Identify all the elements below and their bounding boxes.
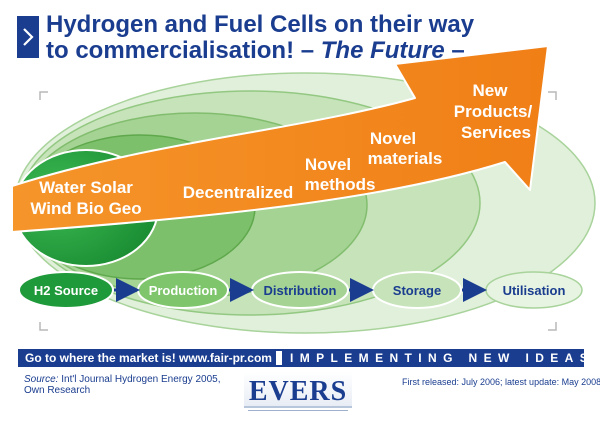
- chevron-right-icon: [17, 16, 39, 58]
- label-decentralized: Decentralized: [183, 183, 294, 202]
- logo-text: EVERS: [248, 376, 348, 407]
- label-products-1: New: [473, 81, 509, 100]
- stage-label-distribution: Distribution: [264, 283, 337, 298]
- stage-label-h2-source: H2 Source: [34, 283, 98, 298]
- corner-marks: [39, 91, 557, 331]
- market-link-text[interactable]: Go to where the market is! www.fair-pr.c…: [25, 351, 272, 365]
- footer-bar: Go to where the market is! www.fair-pr.c…: [18, 349, 584, 367]
- title-italic: The Future: [320, 37, 445, 64]
- logo-underline: [248, 410, 348, 411]
- stage-h2-source: [18, 271, 114, 309]
- logo-mark: [244, 372, 352, 408]
- evers-logo: EVERS: [244, 372, 352, 422]
- stage-flow: H2 Source Production Distribution Storag…: [18, 271, 583, 309]
- title-line-1: Hydrogen and Fuel Cells on their way: [46, 11, 475, 38]
- source-note: Source: Int'l Journal Hydrogen Energy 20…: [24, 374, 220, 396]
- label-products-3: Services: [461, 123, 531, 142]
- title-line-2: to commercialisation! –: [46, 37, 321, 64]
- stage-label-storage: Storage: [393, 283, 441, 298]
- page-title: Hydrogen and Fuel Cells on their way to …: [46, 12, 586, 64]
- label-sources-1: Water Solar: [39, 178, 133, 197]
- stage-label-utilisation: Utilisation: [503, 283, 566, 298]
- label-sources-2: Wind Bio Geo: [30, 199, 141, 218]
- label-novel-materials-2: materials: [368, 149, 443, 168]
- release-note: First released: July 2006; latest update…: [402, 377, 600, 387]
- label-products-2: Products/: [454, 102, 533, 121]
- label-novel-materials-1: Novel: [370, 129, 416, 148]
- bar-separator: [276, 351, 282, 365]
- stage-label-production: Production: [149, 283, 218, 298]
- source-line-2: Own Research: [24, 385, 91, 396]
- label-novel-methods-2: methods: [305, 175, 376, 194]
- source-text: Int'l Journal Hydrogen Energy 2005,: [58, 374, 221, 385]
- future-arrow: [11, 45, 549, 233]
- slogan: IMPLEMENTING NEW IDEAS: [290, 351, 584, 365]
- source-label: Source:: [24, 374, 59, 385]
- label-novel-methods-1: Novel: [305, 155, 351, 174]
